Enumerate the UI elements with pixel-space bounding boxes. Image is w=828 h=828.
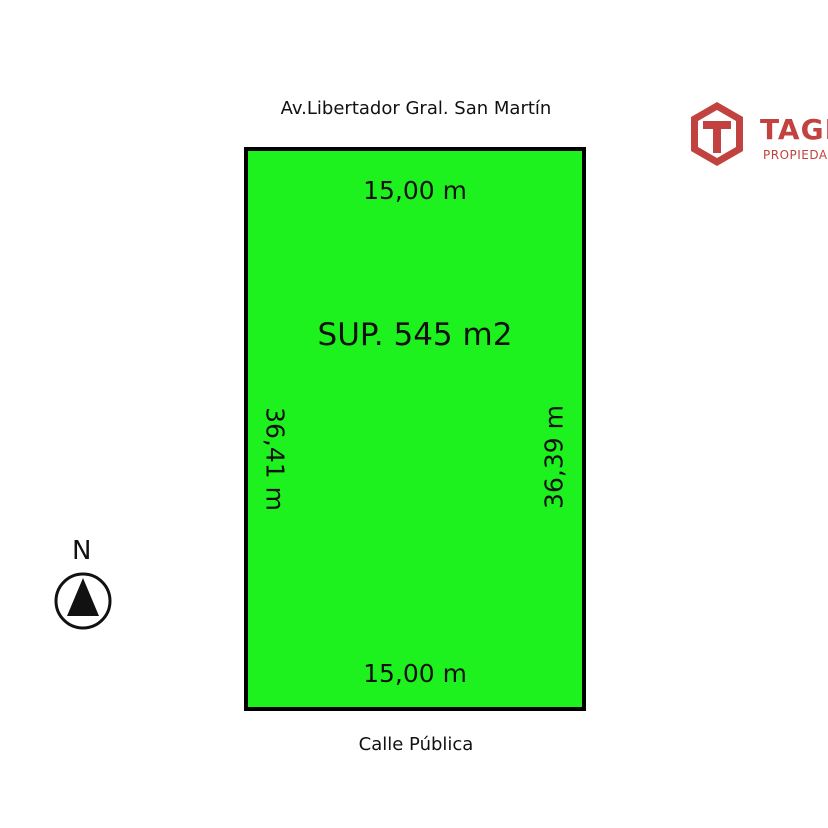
brand-subtitle: PROPIEDA xyxy=(763,148,828,162)
brand-name: TAGL xyxy=(760,113,828,146)
dimension-right: 36,39 m xyxy=(539,405,569,509)
compass-north-label: N xyxy=(72,536,92,566)
dimension-left: 36,41 m xyxy=(260,407,290,511)
brand-logo-icon xyxy=(691,102,743,166)
dimension-top: 15,00 m xyxy=(363,176,467,205)
street-name-bottom: Calle Pública xyxy=(358,734,474,755)
lot-plot: 15,00 m SUP. 545 m2 36,41 m 36,39 m 15,0… xyxy=(244,147,586,711)
north-arrow-icon xyxy=(54,572,112,630)
dimension-bottom: 15,00 m xyxy=(363,659,467,688)
street-name-top: Av.Libertador Gral. San Martín xyxy=(280,98,552,119)
lot-area: SUP. 545 m2 xyxy=(317,317,513,353)
